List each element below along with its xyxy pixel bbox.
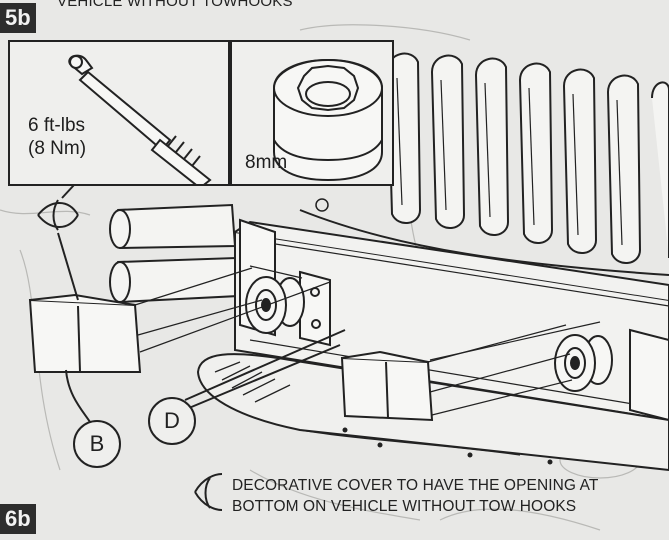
torque-value-ft: 6 ft-lbs	[28, 115, 86, 136]
grille-slots	[386, 52, 669, 264]
callout-b: B	[73, 420, 121, 468]
view-eye-icon	[194, 473, 223, 511]
socket-icon	[273, 58, 383, 182]
torque-wrench-icon	[68, 54, 212, 184]
view-eye-icon	[37, 199, 79, 231]
note-line-2: BOTTOM ON VEHICLE WITHOUT TOW HOOKS	[232, 498, 577, 515]
callout-d: D	[148, 397, 196, 445]
step-badge-5b: 5b	[0, 3, 36, 33]
decorative-cover-left	[28, 293, 142, 373]
top-caption: VEHICLE WITHOUT TOWHOOKS	[57, 0, 293, 10]
torque-value-nm: (8 Nm)	[28, 138, 87, 159]
socket-size-label: 8mm	[245, 152, 288, 173]
socket-inset: 8mm	[230, 40, 394, 186]
decorative-cover-right	[340, 350, 434, 422]
note-line-1: DECORATIVE COVER TO HAVE THE OPENING AT	[232, 477, 599, 494]
step-badge-6b: 6b	[0, 504, 36, 534]
torque-inset: 6 ft-lbs (8 Nm)	[8, 40, 230, 186]
